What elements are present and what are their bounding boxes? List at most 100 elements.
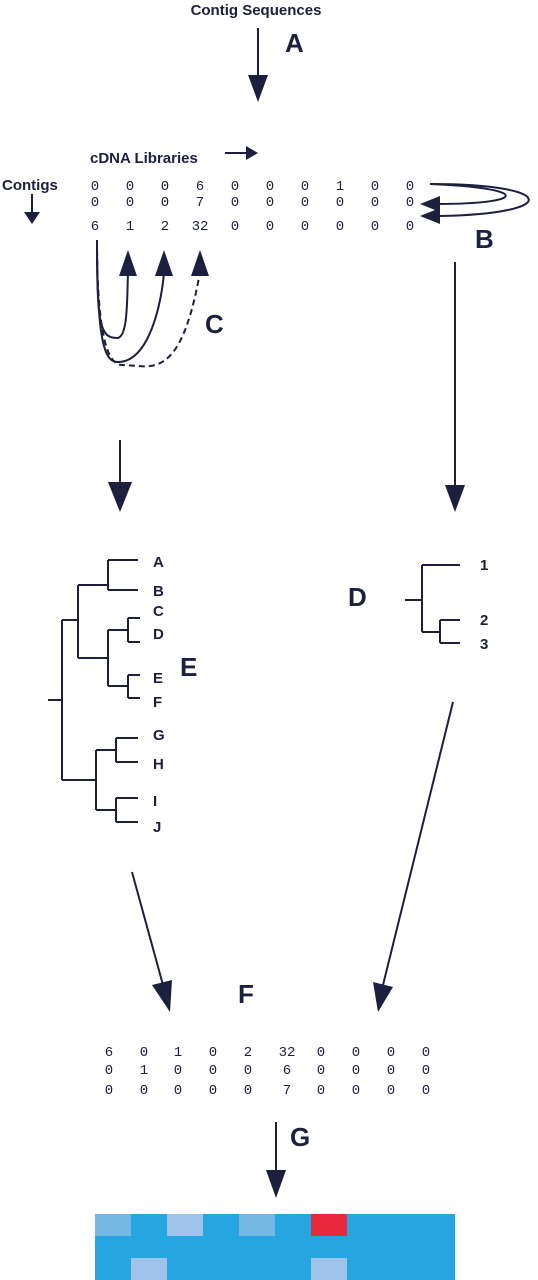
tree-e-leaf-label: B [153,583,164,600]
input-matrix-cell: 0 [301,219,309,235]
step-label-d: D [348,582,367,612]
reorder-arrow-head-2 [155,250,173,276]
output-matrix-cell: 0 [209,1045,217,1061]
heatmap-cell [167,1214,203,1236]
heatmap-cell [311,1258,347,1280]
input-matrix-cell: 0 [126,179,134,195]
step-label-c: C [205,309,224,339]
input-matrix-cell: 1 [126,219,134,235]
arrow-d-to-f-shaft [382,701,454,986]
contig-sequences-label: Contig Sequences [191,2,322,19]
loop-outer [429,183,530,217]
input-matrix-cell: 0 [161,195,169,211]
arrow-a-head [248,75,268,102]
step-label-b: B [475,224,494,254]
tree-d-leaf-label: 1 [480,557,488,574]
arrow-e-to-f-head [152,980,172,1012]
heatmap-cell [131,1258,167,1280]
arrow-b-to-d-head [445,485,465,512]
contigs-arrow-head [24,212,40,224]
output-matrix-cell: 6 [283,1063,291,1079]
cdna-libraries-label: cDNA Libraries [90,150,198,167]
output-matrix-cell: 0 [140,1083,148,1099]
tree-d-leaf-label: 3 [480,636,488,653]
output-matrix-cell: 0 [352,1063,360,1079]
output-matrix-cell: 2 [244,1045,252,1061]
output-matrix-cell: 6 [105,1045,113,1061]
contigs-label: Contigs [2,177,58,194]
input-matrix-cell: 0 [231,195,239,211]
input-matrix-cell: 0 [91,195,99,211]
output-matrix-cell: 0 [352,1045,360,1061]
input-matrix-cell: 0 [266,179,274,195]
arrow-c-to-e-head [108,482,132,512]
input-matrix-cell: 1 [336,179,344,195]
tree-d-leaf-label: 2 [480,612,488,629]
output-matrix-cell: 7 [283,1083,291,1099]
loop-inner [429,183,507,205]
input-matrix-cell: 0 [301,179,309,195]
input-matrix-cell: 0 [161,179,169,195]
step-label-f: F [238,979,254,1009]
output-matrix-cell: 0 [422,1083,430,1099]
arrow-d-to-f-head [373,982,393,1012]
heatmap [95,1214,455,1280]
input-matrix-cell: 6 [91,219,99,235]
step-label-e: E [180,652,197,682]
arrow-e-to-f-shaft [131,871,164,986]
loop-arrow-head-1 [420,196,440,212]
reorder-curve-dashed [96,239,201,368]
tree-e-leaf-label: C [153,603,164,620]
output-matrix-cell: 1 [174,1045,182,1061]
output-matrix-cell: 0 [140,1045,148,1061]
output-matrix-cell: 0 [209,1083,217,1099]
reorder-arrow-head-3 [191,250,209,276]
input-matrix-cell: 2 [161,219,169,235]
tree-e-leaf-label: F [153,694,162,711]
output-matrix-cell: 0 [174,1083,182,1099]
input-matrix-cell: 7 [196,195,204,211]
input-matrix-cell: 0 [336,195,344,211]
loop-arrow-head-2 [420,208,440,224]
input-matrix-cell: 0 [91,179,99,195]
input-matrix-cell: 0 [266,219,274,235]
output-matrix-cell: 0 [387,1083,395,1099]
output-matrix-cell: 0 [387,1063,395,1079]
input-matrix-cell: 6 [196,179,204,195]
output-matrix-cell: 1 [140,1063,148,1079]
input-matrix-cell: 0 [371,195,379,211]
tree-e-leaf-label: A [153,554,164,571]
tree-e-leaf-label: E [153,670,163,687]
step-label-g: G [290,1122,310,1152]
input-matrix-cell: 0 [126,195,134,211]
output-matrix-cell: 0 [387,1045,395,1061]
input-matrix-cell: 0 [301,195,309,211]
input-matrix-cell: 0 [371,179,379,195]
output-matrix-cell: 0 [244,1063,252,1079]
input-matrix-cell: 32 [192,219,209,235]
tree-e-leaf-label: H [153,756,164,773]
tree-e-leaf-label: D [153,626,164,643]
output-matrix-cell: 0 [174,1063,182,1079]
dendrogram-e [48,559,140,823]
input-matrix-cell: 0 [406,195,414,211]
input-matrix-cell: 0 [371,219,379,235]
tree-e-leaf-label: I [153,793,157,810]
tree-e-leaf-label: G [153,727,165,744]
input-matrix-cell: 0 [266,195,274,211]
output-matrix-cell: 0 [317,1063,325,1079]
heatmap-cell [95,1214,131,1236]
dendrogram-d [405,564,460,644]
output-matrix-cell: 0 [422,1063,430,1079]
arrow-g-head [266,1170,286,1198]
output-matrix-cell: 0 [317,1045,325,1061]
output-matrix-cell: 0 [352,1083,360,1099]
step-label-a: A [285,28,304,58]
output-matrix-cell: 0 [105,1083,113,1099]
input-matrix-cell: 0 [406,179,414,195]
tree-e-leaf-label: J [153,819,161,836]
